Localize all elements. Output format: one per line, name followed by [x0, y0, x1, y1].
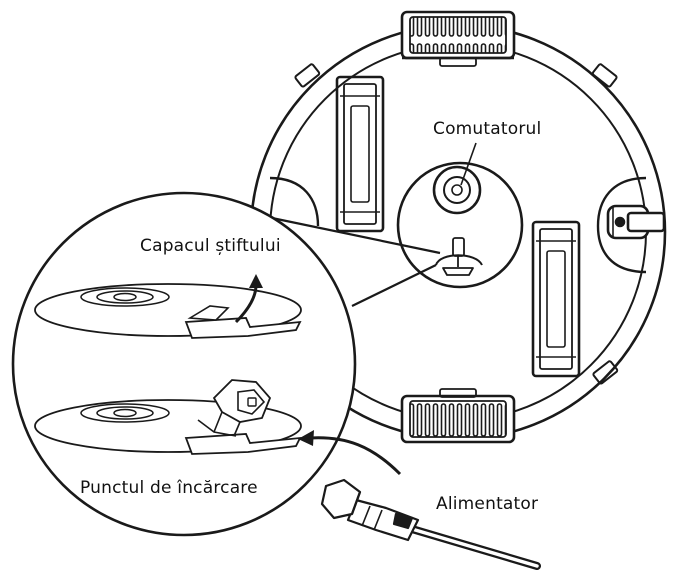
lift-cover-arrow	[234, 274, 263, 324]
left-brush-module	[335, 75, 385, 233]
zoom-line-bottom	[351, 264, 437, 307]
central-hub	[396, 161, 524, 289]
insert-plug-arrow	[298, 430, 402, 476]
rim-slots	[293, 63, 619, 385]
bottom-wheel	[400, 388, 516, 444]
top-wheel	[400, 10, 516, 67]
pin-cover-label: Capacul știftului	[140, 236, 281, 256]
switch-leader	[460, 142, 477, 186]
magnified-detail	[11, 191, 441, 537]
detail-cover-closed	[34, 283, 302, 339]
power-switch-icon	[432, 165, 482, 215]
robot-underside	[249, 10, 667, 444]
power-adapter-label: Alimentator	[436, 494, 539, 514]
charging-point-label: Punctul de încărcare	[80, 478, 258, 498]
right-brush-module	[531, 220, 581, 378]
switch-label: Comutatorul	[433, 119, 542, 139]
dc-plug-icon	[320, 478, 541, 570]
leader-lines	[460, 142, 477, 186]
zoom-line-top	[271, 216, 441, 255]
detail-cover-open	[34, 379, 302, 455]
left-caster	[269, 176, 320, 227]
right-caster	[596, 176, 666, 274]
hub-charging-contact	[435, 237, 483, 276]
